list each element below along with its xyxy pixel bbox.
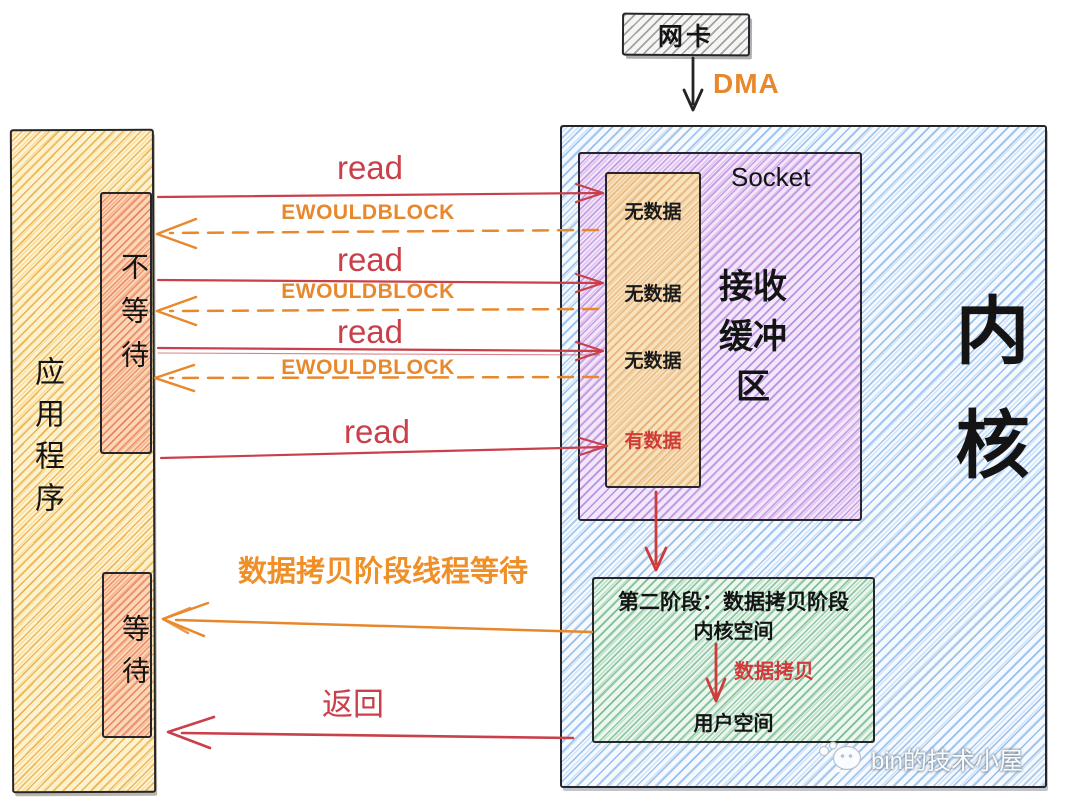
wait-box xyxy=(102,572,152,738)
kernel-space-label: 内核空间 xyxy=(693,621,774,643)
buffer-box: 无数据 无数据 无数据 有数据 xyxy=(605,172,701,488)
receive-buffer-line: 接收 xyxy=(719,268,787,306)
read-label-3: read xyxy=(336,313,404,350)
ewouldblock-label-2: EWOULDBLOCK xyxy=(281,280,455,303)
wait-label: 等待 xyxy=(119,614,150,698)
dma-label: DMA xyxy=(713,68,780,99)
network-card-label: 网卡 xyxy=(657,22,715,51)
read-label-2: read xyxy=(336,241,404,278)
ewouldblock-label-3: EWOULDBLOCK xyxy=(281,356,455,379)
return-label: 返回 xyxy=(322,687,384,722)
buffer-item-no-data: 无数据 xyxy=(624,202,682,223)
receive-buffer-line: 区 xyxy=(736,368,770,406)
network-card-box: 网卡 xyxy=(621,12,751,57)
buffer-item-has-data: 有数据 xyxy=(624,431,682,452)
watermark: bin的技术小屋 xyxy=(818,740,1023,776)
user-space-label: 用户空间 xyxy=(693,713,774,735)
phase2-title: 第二阶段：数据拷贝阶段 xyxy=(618,591,849,614)
socket-label: Socket xyxy=(731,162,811,192)
copy-wait-arrow xyxy=(161,601,594,638)
wechat-icon xyxy=(818,740,864,776)
read-label-1: read xyxy=(336,149,404,186)
receive-buffer-line: 缓冲 xyxy=(719,318,787,356)
copy-wait-label: 数据拷贝阶段线程等待 xyxy=(237,556,528,588)
buffer-item-no-data: 无数据 xyxy=(624,284,682,305)
nowait-box xyxy=(100,192,152,454)
data-copy-label: 数据拷贝 xyxy=(734,661,814,683)
receive-buffer-label: 接收 缓冲 区 xyxy=(701,262,805,412)
nowait-label: 不等待 xyxy=(118,252,149,384)
ewouldblock-label-1: EWOULDBLOCK xyxy=(281,201,455,224)
read-label-4: read xyxy=(343,413,411,450)
buffer-item-no-data: 无数据 xyxy=(624,351,682,372)
phase2-box: 第二阶段：数据拷贝阶段 内核空间 数据拷贝 用户空间 xyxy=(592,577,875,743)
watermark-text: bin的技术小屋 xyxy=(871,747,1024,775)
dma-arrow xyxy=(682,56,704,112)
kernel-label: 内核 xyxy=(945,292,1028,520)
application-label: 应用程序 xyxy=(30,356,63,524)
